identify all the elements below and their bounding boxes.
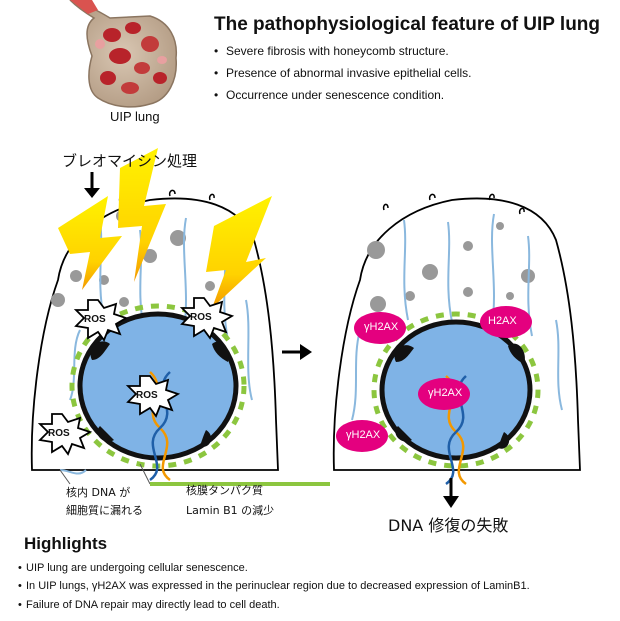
nuclear-dna-label: 核内 DNA が (66, 486, 131, 499)
uip-lung-illustration (69, 0, 178, 108)
lamina-label: 核膜タンパク質 (186, 484, 263, 497)
uip-lung-label: UIP lung (110, 109, 160, 124)
h2ax-blob-4 (336, 420, 388, 452)
h2ax-label: γH2AX (364, 321, 399, 333)
ros-label: ROS (136, 390, 158, 401)
h2ax-label: H2AX (488, 315, 517, 327)
transition-arrow (282, 344, 312, 360)
outcome-arrow (443, 478, 459, 508)
ros-bursts (37, 297, 235, 456)
feature-item: Severe fibrosis with honeycomb structure… (214, 44, 449, 58)
page-title: The pathophysiological feature of UIP lu… (214, 14, 601, 35)
highlights-title: Highlights (24, 534, 108, 553)
h2ax-label: γH2AX (428, 387, 463, 399)
highlight-item: Failure of DNA repair may directly lead … (18, 599, 280, 611)
h2ax-blob-3 (418, 378, 470, 410)
lightning-bolts (58, 148, 272, 308)
highlight-item: In UIP lungs, γH2AX was expressed in the… (18, 580, 530, 592)
ros-burst-1 (73, 299, 129, 342)
h2ax-blob-1 (354, 312, 406, 344)
treatment-arrow (84, 172, 100, 198)
h2ax-label: γH2AX (346, 429, 381, 441)
ros-label: ROS (48, 428, 70, 439)
feature-item: Occurrence under senescence condition. (214, 88, 444, 102)
lamina-label: Lamin B1 の減少 (186, 504, 275, 517)
ros-burst-4 (37, 413, 93, 456)
h2ax-blob-2 (480, 306, 532, 338)
ros-burst-3 (125, 375, 181, 418)
ros-label: ROS (190, 312, 212, 323)
ros-label: ROS (84, 314, 106, 325)
feature-item: Presence of abnormal invasive epithelial… (214, 66, 471, 80)
outcome-label: DNA 修復の失敗 (388, 516, 509, 535)
ros-burst-2 (179, 297, 235, 340)
right-cell (332, 193, 581, 486)
nuclear-dna-label: 細胞質に漏れる (66, 504, 143, 517)
highlight-item: UIP lung are undergoing cellular senesce… (18, 562, 248, 574)
treatment-label: ブレオマイシン処理 (62, 152, 198, 170)
